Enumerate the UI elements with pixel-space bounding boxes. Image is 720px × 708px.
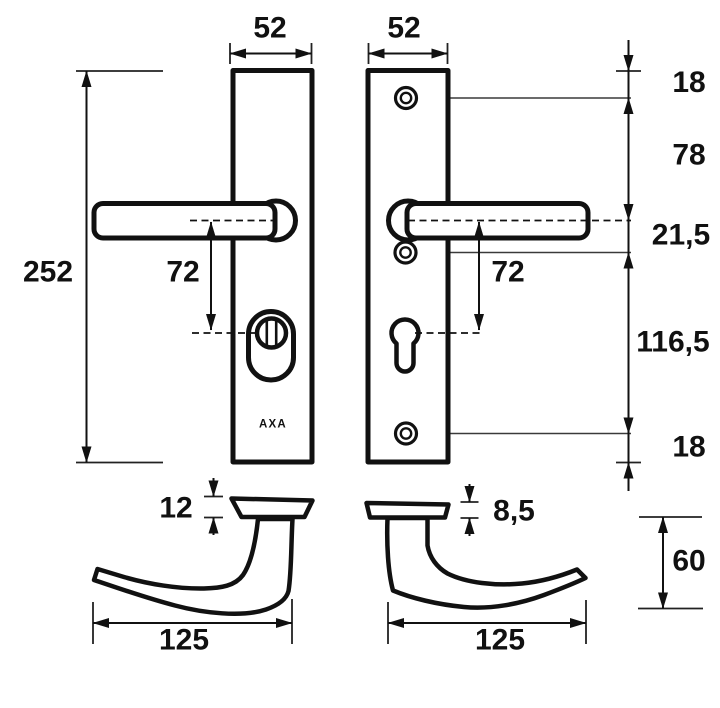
side-view-left: 12 125 xyxy=(91,478,315,657)
dim-rosette-thickness-left-label: 12 xyxy=(159,492,192,525)
brand-logo-text: AXA xyxy=(259,419,287,431)
dim-screw-to-lever-label: 78 xyxy=(672,139,705,172)
dim-screw-to-bottom-label: 18 xyxy=(672,431,705,464)
dim-centre-distance-right: 72 xyxy=(474,221,525,331)
dim-lever-length-right-label: 125 xyxy=(475,624,525,657)
lever-profile-left xyxy=(91,516,295,616)
screw-hole-middle xyxy=(393,240,418,265)
backplate-inside xyxy=(365,68,451,465)
dim-lever-to-screw-label: 21,5 xyxy=(652,219,710,252)
dim-chain-right: 18 78 21,5 116,5 18 xyxy=(616,40,710,491)
dim-lever-length-left-label: 125 xyxy=(159,624,209,657)
leader-lines xyxy=(417,97,631,435)
dim-plate-height: 252 xyxy=(23,70,163,464)
screw-hole-bottom xyxy=(393,421,419,446)
rosette-right xyxy=(364,500,451,520)
front-view-outside: AXA xyxy=(91,68,315,465)
dim-centre-distance-left: 72 xyxy=(166,221,216,331)
lever-bar-inside xyxy=(404,201,591,241)
dim-lever-projection-label: 60 xyxy=(672,545,705,578)
cylinder-core xyxy=(254,316,289,350)
side-view-right: 8,5 125 60 xyxy=(364,484,706,657)
rosette-left xyxy=(229,496,315,520)
euro-keyhole xyxy=(389,317,421,374)
dim-rosette-thickness-right-label: 8,5 xyxy=(493,495,535,528)
dim-plate-width-left-label: 52 xyxy=(253,12,286,45)
front-view-inside xyxy=(365,68,631,465)
dim-centre-distance-right-label: 72 xyxy=(491,256,524,289)
dim-plate-width-left: 52 xyxy=(229,12,313,64)
dim-top-to-screw-label: 18 xyxy=(672,66,705,99)
dim-centre-distance-left-label: 72 xyxy=(166,256,199,289)
dim-screw-to-screw-label: 116,5 xyxy=(636,326,709,359)
lever-profile-right xyxy=(384,515,588,610)
backplate-outside xyxy=(230,68,315,465)
dim-plate-width-right: 52 xyxy=(367,12,449,64)
dim-plate-height-label: 252 xyxy=(23,256,73,289)
screw-hole-top xyxy=(393,85,419,111)
dim-plate-width-right-label: 52 xyxy=(387,12,420,45)
